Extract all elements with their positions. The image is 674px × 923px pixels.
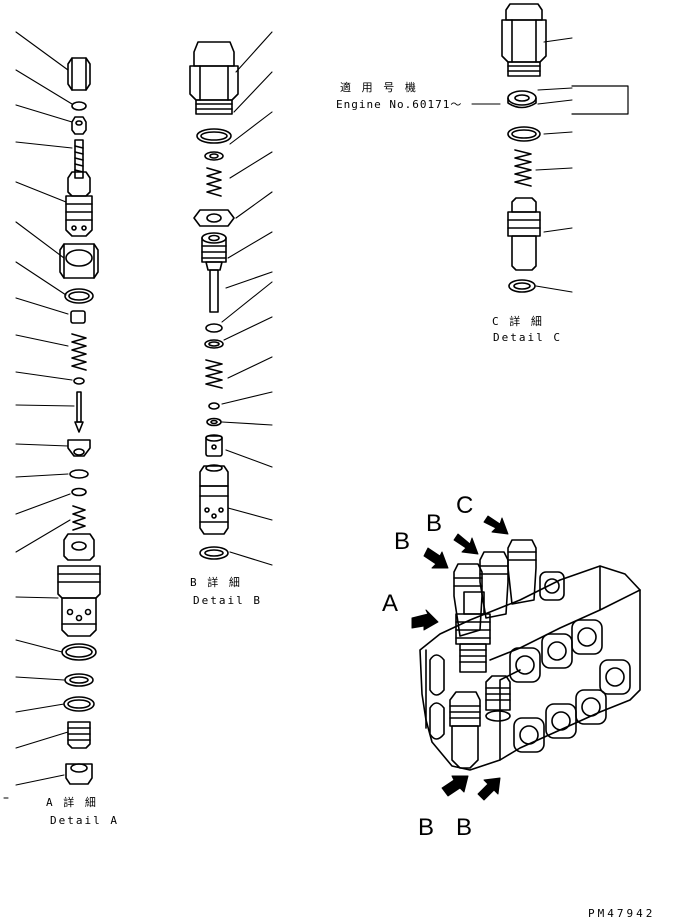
view-marker-a: A (382, 590, 399, 617)
arrow-c (483, 515, 509, 535)
drawing-number: PM47942 (588, 907, 656, 920)
detail-c-title-en: Detail C (493, 331, 562, 344)
applicability-label-jp: 適 用 号 機 (340, 81, 418, 94)
view-marker-b-mid: B (426, 510, 443, 537)
arrow-b-upper (423, 547, 449, 569)
detail-b-leader-lines (221, 31, 273, 566)
view-marker-b-bottom-left: B (418, 814, 435, 841)
detail-c-parts (471, 3, 629, 293)
view-arrows (411, 515, 509, 801)
arrow-a (411, 609, 439, 631)
detail-c-leader-lines (535, 37, 573, 293)
arrow-b-upper-2 (453, 533, 479, 555)
detail-a-title-jp: A 詳 細 (46, 796, 98, 809)
valve-block-plugs (449, 539, 537, 769)
detail-b-title-jp: B 詳 細 (190, 576, 242, 589)
applicability-label-en: Engine No.60171～ (336, 98, 463, 111)
detail-a-leader-lines (3, 31, 75, 799)
valve-block-ports (509, 571, 631, 753)
view-marker-b-left: B (394, 528, 411, 555)
view-marker-c: C (456, 492, 474, 519)
detail-a-title-en: Detail A (50, 814, 119, 827)
arrow-b-lower-1 (441, 775, 469, 797)
detail-b-parts (189, 31, 273, 566)
detail-b-title-en: Detail B (193, 594, 262, 607)
detail-a-parts (3, 31, 101, 799)
view-marker-b-bottom-right: B (456, 814, 473, 841)
detail-c-title-jp: C 詳 細 (492, 315, 544, 328)
valve-block-assembly (419, 539, 641, 771)
arrow-b-lower-2 (477, 777, 501, 801)
